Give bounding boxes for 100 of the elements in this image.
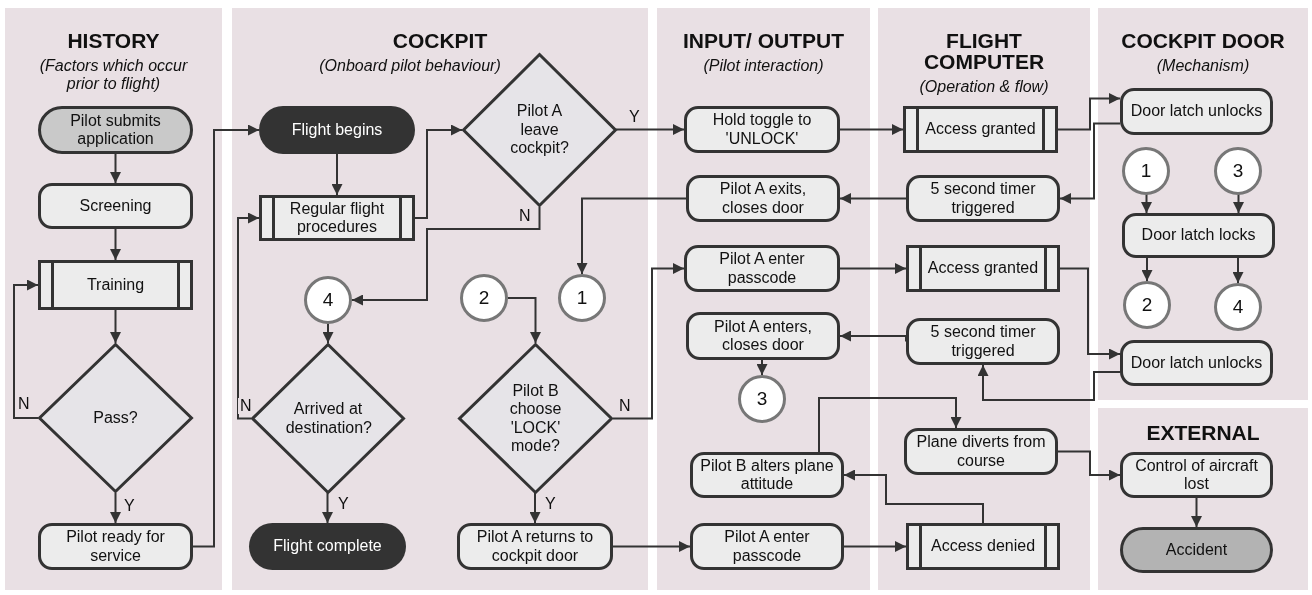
node-label: 3 <box>756 388 768 410</box>
terminal-pill <box>1120 527 1273 573</box>
node-label: Door latch unlocks <box>1130 353 1263 373</box>
node-label: 4 <box>322 289 334 311</box>
lane-title: INPUT/ OUTPUT <box>683 30 844 51</box>
connector-arrow <box>839 193 907 204</box>
node-label: 1 <box>576 287 588 309</box>
node-label: 5 second timer triggered <box>929 180 1037 217</box>
subprocess-box <box>906 523 1060 570</box>
process-box <box>38 523 193 570</box>
edge-label: Y <box>336 496 351 512</box>
connector-arrow <box>612 263 685 420</box>
node-label: 2 <box>478 287 490 309</box>
node-label: Flight complete <box>273 537 382 556</box>
connector-arrow <box>612 541 691 552</box>
connector-arrow <box>192 124 260 548</box>
node-label: Pilot submits application <box>69 111 162 149</box>
node-label: Access granted <box>927 259 1039 278</box>
edge-label: N <box>16 396 32 412</box>
connector-circle <box>1214 283 1262 331</box>
connector-arrow <box>351 206 541 306</box>
decision-diamond <box>251 343 405 494</box>
lane-subtitle: (Onboard pilot behaviour) <box>318 57 502 75</box>
connector-arrow <box>507 297 541 344</box>
edge-label: Y <box>122 498 137 514</box>
edge-label: N <box>617 398 633 414</box>
process-box <box>686 175 840 222</box>
connector-arrow <box>839 330 907 343</box>
connector-arrow <box>839 263 907 274</box>
connector-arrow <box>414 124 463 219</box>
process-box <box>1120 452 1273 498</box>
node-label: Access denied <box>930 537 1036 556</box>
node-label: Pass? <box>93 408 138 428</box>
connector-arrow <box>576 197 687 275</box>
node-label: Screening <box>79 196 152 216</box>
node-label: Hold toggle to 'UNLOCK' <box>711 111 813 148</box>
connector-arrow <box>818 397 962 453</box>
connector-arrow <box>1232 257 1244 284</box>
node-label: 5 second timer triggered <box>929 323 1037 360</box>
process-box <box>38 183 193 229</box>
swimlane <box>878 8 1090 590</box>
lane-subtitle: (Operation & flow) <box>918 78 1050 96</box>
node-label: Pilot A leave cockpit? <box>509 102 570 158</box>
subprocess-box <box>259 195 415 241</box>
connector-arrow <box>110 492 121 524</box>
node-label: Access granted <box>925 120 1036 139</box>
swimlane <box>1098 8 1308 400</box>
process-box <box>906 175 1060 222</box>
connector-arrow <box>1057 450 1121 481</box>
process-box <box>457 523 613 570</box>
terminal-pill <box>259 106 415 154</box>
connector-arrow <box>839 124 904 135</box>
connector-circle <box>460 274 508 322</box>
lane-title: HISTORY <box>67 30 160 51</box>
process-box <box>684 106 840 153</box>
process-box <box>690 523 844 570</box>
lane-title: COCKPIT <box>392 30 488 51</box>
process-box <box>904 428 1058 475</box>
lane-title: FLIGHT COMPUTER <box>922 30 1046 72</box>
node-label: Training <box>86 275 145 295</box>
lane-title: EXTERNAL <box>1146 422 1260 443</box>
node-label: Arrived at destination? <box>285 400 371 437</box>
node-label: Door latch unlocks <box>1130 102 1263 121</box>
subprocess-box <box>906 245 1060 292</box>
connector-circle <box>304 276 352 324</box>
process-box <box>1120 340 1273 386</box>
swimlane <box>5 8 222 590</box>
lane-subtitle: (Pilot interaction) <box>702 57 825 75</box>
node-label: Control of aircraft lost <box>1134 456 1259 494</box>
connector-circle <box>558 274 606 322</box>
node-label: Pilot ready for service <box>65 528 166 565</box>
process-box <box>684 245 840 292</box>
lane-subtitle: (Mechanism) <box>1155 57 1251 75</box>
process-box <box>906 318 1060 365</box>
node-label: Pilot A exits, closes door <box>718 180 808 217</box>
edge-label: Y <box>627 109 642 125</box>
node-label: Pilot A returns to cockpit door <box>475 528 595 565</box>
subprocess-box <box>903 106 1058 153</box>
edge-label: N <box>238 398 254 414</box>
connector-circle <box>1123 281 1171 329</box>
node-label: 3 <box>1232 160 1244 182</box>
connector-arrow <box>110 153 121 184</box>
lane-title: COCKPIT DOOR <box>1121 30 1285 51</box>
connector-arrow <box>1059 267 1121 360</box>
connector-arrow <box>756 359 768 376</box>
connector-arrow <box>331 153 343 196</box>
subprocess-box <box>38 260 193 310</box>
connector-arrow <box>322 323 334 344</box>
node-label: 2 <box>1141 294 1153 316</box>
node-label: Accident <box>1165 540 1228 560</box>
swimlane <box>232 8 648 590</box>
connector-arrow <box>110 309 121 344</box>
connector-arrow <box>843 541 907 552</box>
node-label: Pilot A enter passcode <box>718 250 806 287</box>
node-label: Pilot A enter passcode <box>723 528 811 565</box>
process-box <box>1122 213 1275 258</box>
edge-label: Y <box>543 496 558 512</box>
swimlane <box>1098 408 1308 590</box>
connector-arrow <box>1141 194 1152 214</box>
decision-diamond <box>458 343 613 494</box>
